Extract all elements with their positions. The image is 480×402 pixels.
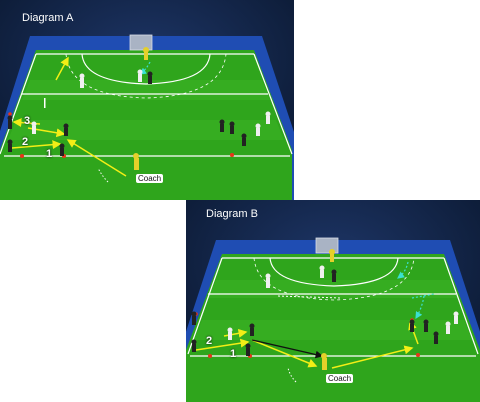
diagram-b-field [186, 200, 480, 402]
players [7, 47, 271, 170]
left-sideline [187, 257, 223, 355]
right-sideline [443, 257, 479, 355]
diagram-a-title: Diagram A [22, 12, 74, 24]
label-2: 2 [206, 335, 213, 347]
dribble-arrow [251, 339, 324, 359]
players [191, 249, 459, 370]
diagram-b: Diagram B 2 1 Coach [186, 200, 480, 402]
diagram-a-field [0, 0, 294, 200]
pass-arrow [195, 338, 250, 351]
run-arrow [415, 295, 425, 320]
left-sideline [0, 53, 37, 155]
ball-path [287, 367, 297, 383]
run-arrow [397, 261, 409, 279]
run-arrow [139, 61, 151, 75]
ball-path [97, 167, 109, 183]
flag-icon [44, 98, 46, 108]
label-2: 2 [22, 136, 29, 148]
diagram-a: Diagram A 3 2 1 Coach [0, 0, 294, 200]
shooting-circle [81, 53, 211, 85]
coach-label: Coach [326, 374, 354, 383]
pass-arrow [331, 345, 414, 369]
pass-arrow [11, 140, 62, 150]
coach-label: Coach [136, 174, 164, 183]
diagram-b-title: Diagram B [206, 208, 258, 220]
right-sideline [253, 53, 293, 155]
pass-arrow [55, 56, 69, 81]
shooting-circle [269, 257, 399, 287]
label-1: 1 [46, 148, 53, 160]
goal [129, 34, 153, 51]
label-3: 3 [24, 115, 31, 127]
pass-arrow [251, 339, 318, 368]
dashed-circle [65, 53, 227, 99]
pass-arrow [66, 139, 127, 177]
pass-arrow [223, 328, 248, 338]
label-1: 1 [230, 348, 237, 360]
